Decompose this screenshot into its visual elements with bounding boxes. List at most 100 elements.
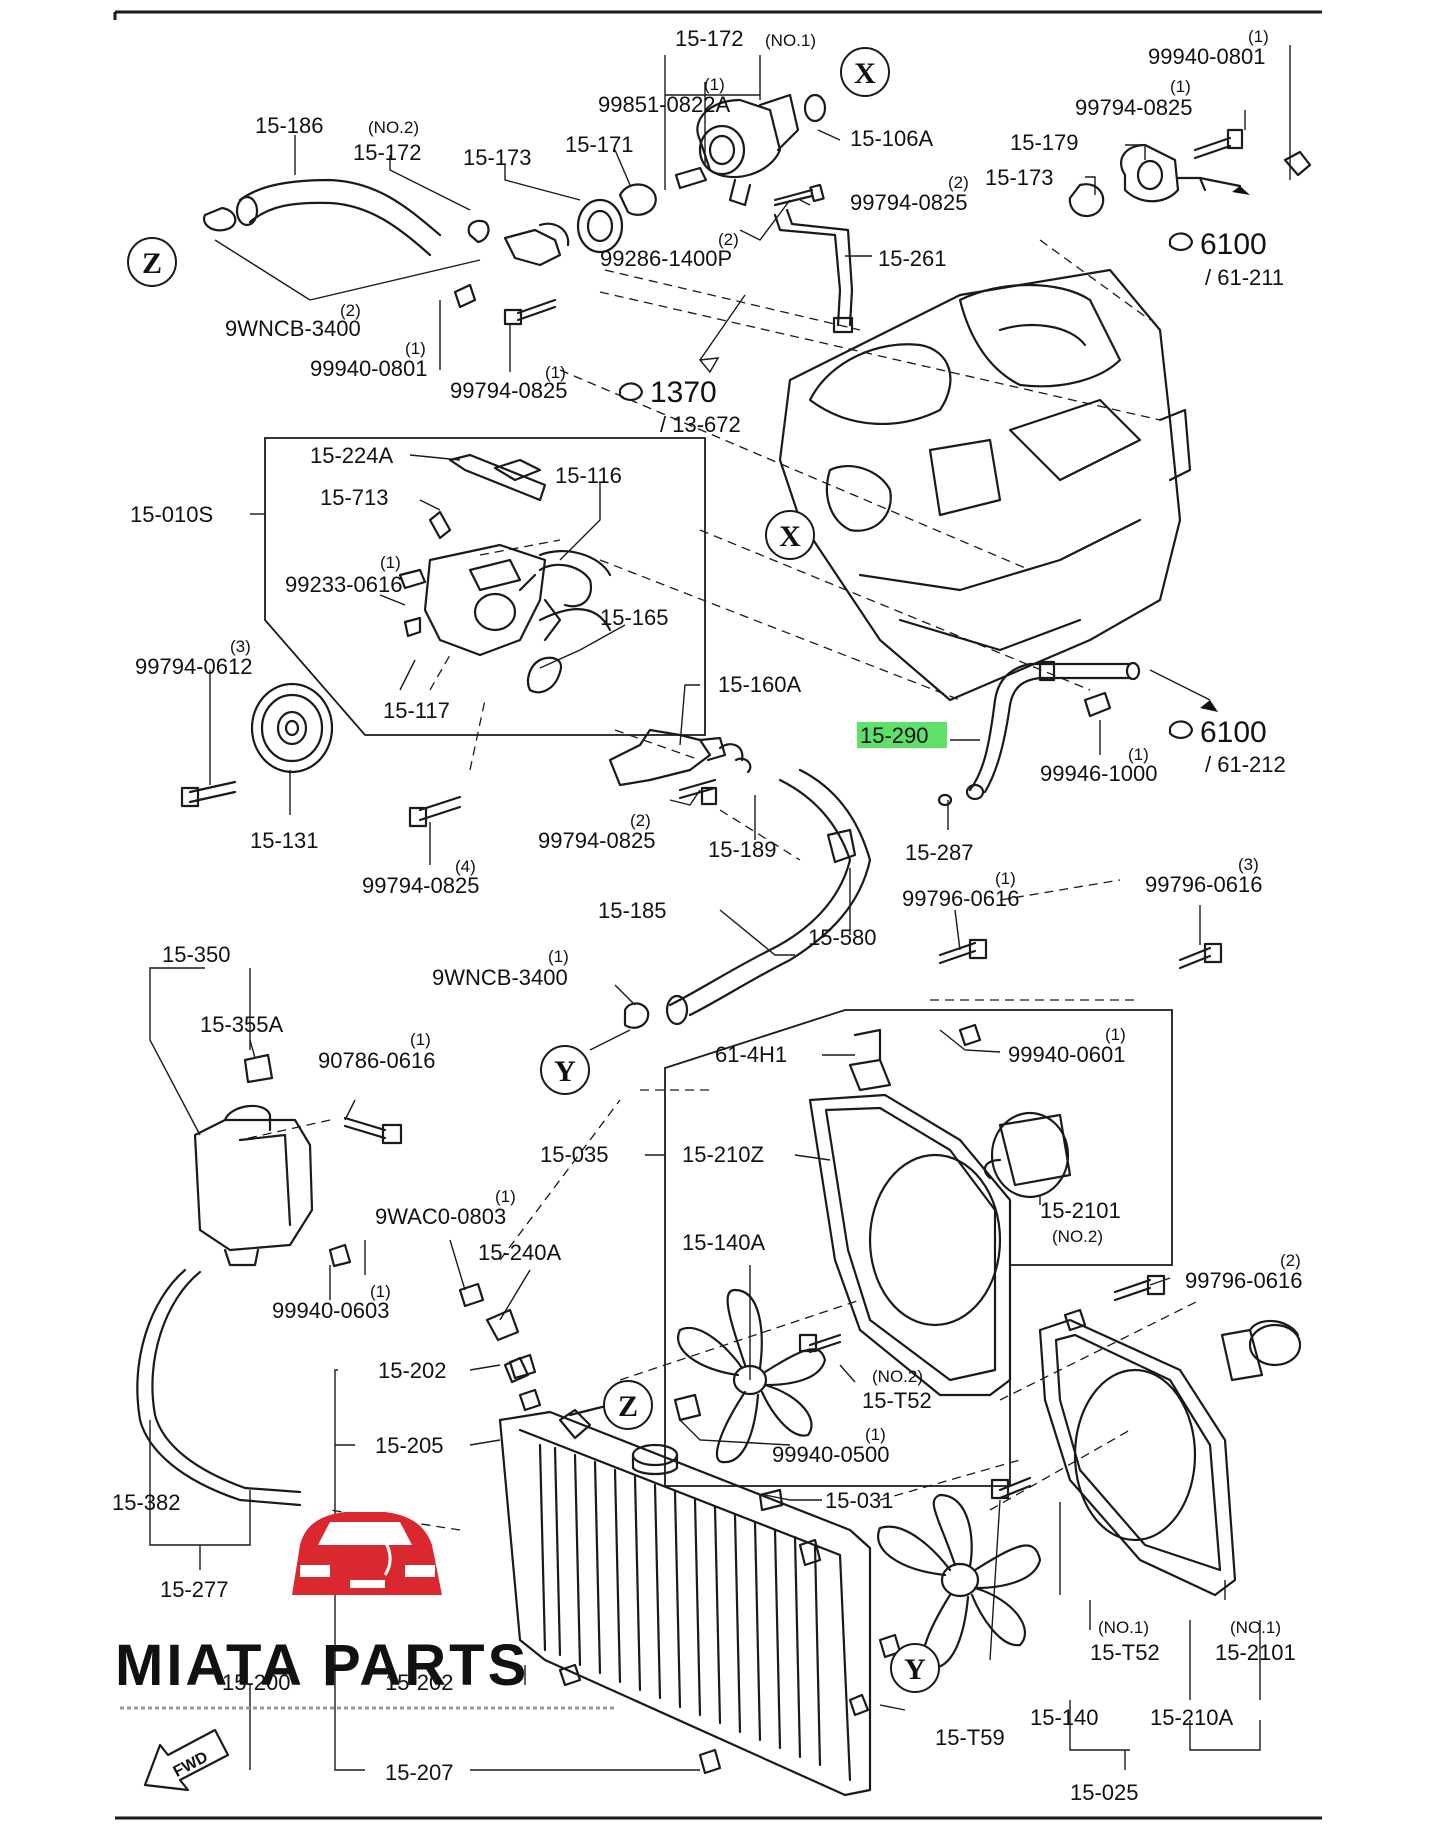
label-15-2101-no1: 15-2101: [1215, 1640, 1296, 1665]
label-15-382: 15-382: [112, 1490, 181, 1515]
label-15-010s: 15-010S: [130, 502, 213, 527]
label-no1-2101: (NO.1): [1230, 1618, 1281, 1637]
label-99794-0825-c: 99794-0825: [1075, 95, 1192, 120]
label-15-207: 15-207: [385, 1760, 454, 1785]
svg-text:Y: Y: [904, 1653, 926, 1686]
label-15-210z: 15-210Z: [682, 1142, 764, 1167]
label-15-t52-no2: 15-T52: [862, 1388, 932, 1413]
label-15-173-right: 15-173: [985, 165, 1054, 190]
label-15-205: 15-205: [375, 1433, 444, 1458]
lower-hose-group: [623, 768, 872, 1029]
ref-arrows: [618, 232, 1218, 739]
label-no1-top: (NO.1): [765, 31, 816, 50]
qty-99940-0601: (1): [1105, 1025, 1126, 1044]
label-15-140a: 15-140A: [682, 1230, 766, 1255]
qty-99794-c: (1): [1170, 77, 1191, 96]
qty-9wncb-mid: (1): [548, 947, 569, 966]
label-15-173-left: 15-173: [463, 145, 532, 170]
label-15-160a: 15-160A: [718, 672, 802, 697]
assembly-dash-lines: [239, 239, 1201, 1531]
label-15-t52-no1: 15-T52: [1090, 1640, 1160, 1665]
qty-99940-0801-left: (1): [405, 339, 426, 358]
label-99794-0825-d: 99794-0825: [538, 828, 655, 853]
label-15-202-bottom: 15-202: [385, 1670, 454, 1695]
callout-x-engine: X: [765, 510, 815, 560]
callout-y-bottom: Y: [890, 1643, 940, 1693]
reference-labels: 6100 / 61-211 1370 / 13-672 6100 / 61-21…: [650, 228, 1286, 777]
qty-99851: (1): [704, 75, 725, 94]
label-15-165: 15-165: [600, 605, 669, 630]
qty-9wncb-top: (2): [340, 301, 361, 320]
label-15-580: 15-580: [808, 925, 877, 950]
label-15-035: 15-035: [540, 1142, 609, 1167]
label-15-106a: 15-106A: [850, 126, 934, 151]
part-highlight: [857, 722, 947, 748]
label-99233-0616: 99233-0616: [285, 572, 402, 597]
label-9wac0-0803: 9WAC0-0803: [375, 1204, 506, 1229]
bolts-group: [343, 938, 1223, 1145]
label-99796-0616-a: 99796-0616: [902, 886, 1019, 911]
label-no2-2101: (NO.2): [1052, 1227, 1103, 1246]
drain-plug-group: [458, 1282, 537, 1380]
label-99796-0616-b: 99796-0616: [1145, 872, 1262, 897]
qty-99940-0603: (1): [370, 1282, 391, 1301]
qty-99796-b: (3): [1238, 855, 1259, 874]
ref-61-212: / 61-212: [1205, 752, 1286, 777]
fan-shroud-no1: [1038, 1274, 1302, 1597]
qty-99286: (2): [718, 230, 739, 249]
qty-99233: (1): [380, 553, 401, 572]
label-no1-t52: (NO.1): [1098, 1618, 1149, 1637]
label-15-031: 15-031: [825, 1488, 894, 1513]
qty-99794-d: (2): [630, 811, 651, 830]
label-15-2101-no2: 15-2101: [1040, 1198, 1121, 1223]
label-99946-1000: 99946-1000: [1040, 761, 1157, 786]
label-9wncb-3400-mid: 9WNCB-3400: [432, 965, 568, 990]
ref-61-211: / 61-211: [1205, 265, 1284, 290]
label-15-202-top: 15-202: [378, 1358, 447, 1383]
label-15-355a: 15-355A: [200, 1012, 284, 1037]
label-15-290: 15-290: [860, 723, 929, 748]
fan-shroud-box: [664, 1009, 1173, 1487]
thermostat-housing-group: [618, 93, 854, 334]
ref-13-672: / 13-672: [660, 412, 741, 437]
water-outlet-neck: [608, 728, 752, 806]
label-15-261: 15-261: [878, 246, 947, 271]
label-15-350: 15-350: [162, 942, 231, 967]
water-pump-assembly-box: [264, 437, 706, 736]
qty-9wac0: (1): [495, 1187, 516, 1206]
label-15-210a: 15-210A: [1150, 1705, 1234, 1730]
label-15-200: 15-200: [222, 1670, 291, 1695]
qty-99940-0801-right: (1): [1248, 27, 1269, 46]
pulley-group: [180, 682, 462, 828]
label-15-179: 15-179: [1010, 130, 1079, 155]
callout-x-top: X: [840, 47, 890, 97]
label-15-240a: 15-240A: [478, 1240, 562, 1265]
qty-99794-b: (1): [545, 363, 566, 382]
label-61-4h1: 61-4H1: [715, 1042, 787, 1067]
fwd-label: FWD: [171, 1749, 211, 1781]
label-15-277: 15-277: [160, 1577, 229, 1602]
ref-1370: 1370: [650, 376, 717, 409]
svg-text:Z: Z: [142, 247, 162, 280]
qty-99794-0612: (3): [230, 637, 251, 656]
ref-6100-top: 6100: [1200, 228, 1267, 261]
label-15-117: 15-117: [383, 698, 450, 723]
label-99286-1400p: 99286-1400P: [600, 246, 732, 271]
qty-99796-a: (1): [995, 869, 1016, 888]
water-pipe-group: [937, 660, 1141, 807]
qty-99794-a: (2): [948, 173, 969, 192]
label-15-140: 15-140: [1030, 1705, 1099, 1730]
label-15-171: 15-171: [565, 132, 634, 157]
label-15-287: 15-287: [905, 840, 974, 865]
label-90786-0616: 90786-0616: [318, 1048, 435, 1073]
label-99794-0825-e: 99794-0825: [362, 873, 479, 898]
label-15-131: 15-131: [250, 828, 319, 853]
label-no2-15-172: (NO.2): [368, 118, 419, 137]
callout-z-left: Z: [127, 237, 177, 287]
qty-90786: (1): [410, 1030, 431, 1049]
label-99940-0603: 99940-0603: [272, 1298, 389, 1323]
water-pump-group: [398, 453, 612, 694]
label-99851-0822a: 99851-0822A: [598, 92, 730, 117]
part-labels: 15-172 (NO.1) (1) 99851-0822A 15-106A 15…: [112, 26, 1302, 1805]
